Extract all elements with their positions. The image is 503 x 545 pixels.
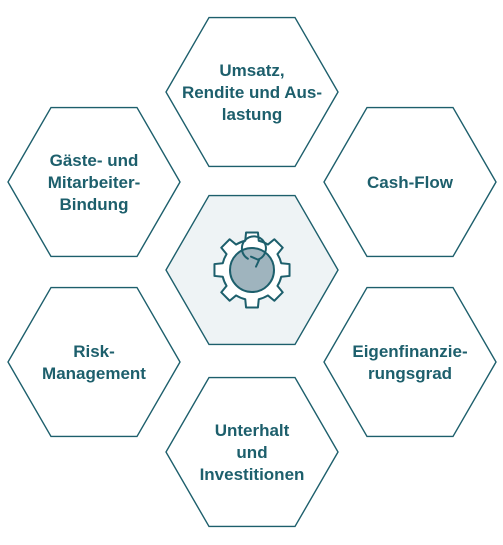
hexagon-label-line: Gäste- und (50, 151, 139, 170)
hexagon-label-line: Eigenfinanzie- (352, 342, 467, 361)
hexagon-label-cashflow: Cash-Flow (367, 173, 454, 192)
hexagon-label-risk: Risk- Management (42, 342, 146, 383)
refresh-arc (240, 235, 267, 261)
hexagon-label-line: Management (42, 364, 146, 383)
hexagon-label-line: Risk- (73, 342, 115, 361)
hexagon-umsatz (165, 16, 339, 168)
gear-disc (229, 247, 275, 293)
gear-refresh-icon (213, 231, 291, 309)
hexagon-label-line: Investitionen (200, 465, 305, 484)
hexagon-label-eigenfinanzierung: Eigenfinanzie-rungsgrad (352, 342, 467, 383)
hexagon-label-line: rungsgrad (368, 364, 452, 383)
hexagon-risk (7, 286, 181, 438)
hexagon-label-line: Cash-Flow (367, 173, 454, 192)
hexagon-label-line: lastung (222, 105, 282, 124)
hexagon-label-line: Bindung (60, 195, 129, 214)
hexagon-unterhalt (165, 376, 339, 528)
hexagon-label-umsatz: Umsatz, Rendite und Aus-lastung (182, 61, 322, 124)
hexagon-eigenfinanzierung (323, 286, 497, 438)
hexagon-label-line: Umsatz, (219, 61, 284, 80)
hexagon-label-line: und (236, 443, 267, 462)
hexagon-label-line: Unterhalt (215, 421, 290, 440)
hexagon-gaeste (7, 106, 181, 258)
refresh-arrowhead (250, 255, 260, 268)
hexagon-label-line: Rendite und Aus- (182, 83, 322, 102)
hexagon-cashflow (323, 106, 497, 258)
hexagon-label-line: Mitarbeiter- (48, 173, 141, 192)
